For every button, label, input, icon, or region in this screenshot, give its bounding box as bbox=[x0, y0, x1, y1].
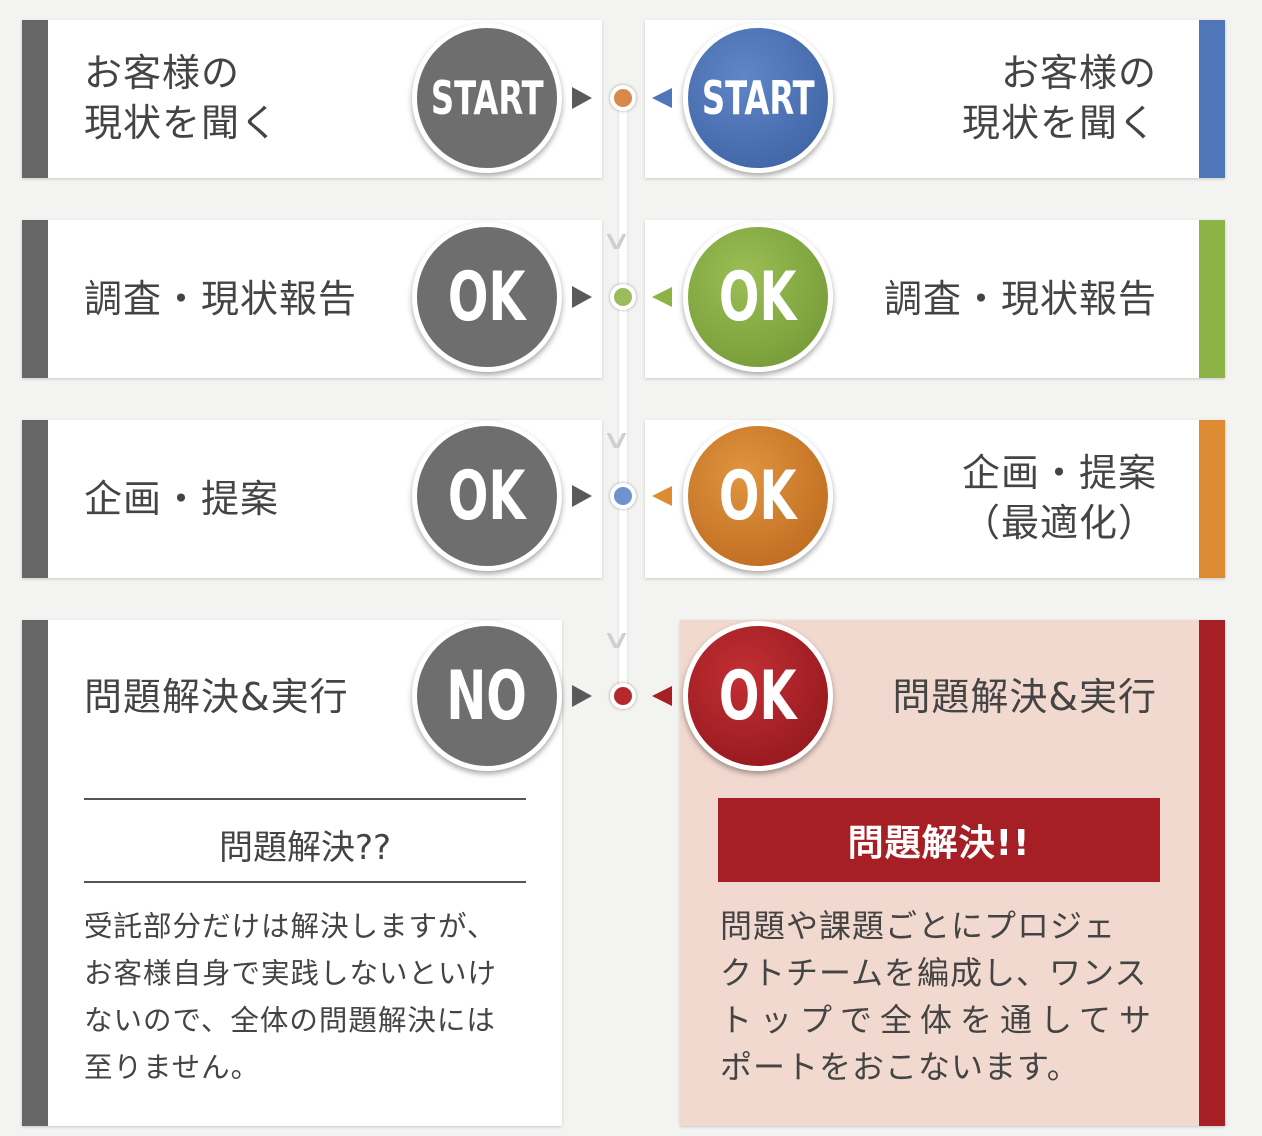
right-result-text: 問題や課題ごとにプロジェ クトチームを編成し、ワンス トップで全体を通してサ ポ… bbox=[720, 903, 1180, 1091]
text-line: 受託部分だけは解決しますが、 bbox=[84, 910, 497, 943]
right-ok-badge: OK bbox=[683, 621, 833, 771]
right-step-label: 調査・現状報告 bbox=[883, 277, 1157, 321]
text-line: ポートをおこないます。 bbox=[720, 1048, 1080, 1086]
left-step-bar bbox=[22, 220, 48, 378]
left-result-text: 受託部分だけは解決しますが、 お客様自身で実践しないといけ ないので、全体の問題… bbox=[84, 903, 544, 1091]
flow-dot bbox=[610, 483, 636, 509]
right-step-label: お客様の 現状を聞く bbox=[961, 51, 1157, 145]
right-step-bar bbox=[1199, 220, 1225, 378]
right-step-label: 企画・提案 （最適化） bbox=[961, 451, 1157, 545]
text-line: トップで全体を通してサ bbox=[720, 1001, 1160, 1039]
arrow-left-icon bbox=[652, 486, 672, 506]
left-result-title: 問題解決?? bbox=[218, 828, 392, 868]
left-ok-badge: OK bbox=[412, 222, 562, 372]
text-line: 問題や課題ごとにプロジェ bbox=[720, 907, 1117, 945]
chevron-down-icon: ∨ bbox=[601, 226, 632, 256]
divider bbox=[84, 798, 526, 800]
arrow-right-icon bbox=[572, 485, 592, 507]
left-start-badge: START bbox=[412, 23, 562, 173]
left-step-bar bbox=[22, 620, 48, 1126]
flow-dot bbox=[610, 85, 636, 111]
right-ok-badge: OK bbox=[683, 421, 833, 571]
right-start-badge: START bbox=[683, 23, 833, 173]
left-step-label: 調査・現状報告 bbox=[84, 277, 358, 321]
text-line: ないので、全体の問題解決には bbox=[84, 1004, 496, 1037]
right-result-title: 問題解決!! bbox=[718, 798, 1160, 882]
right-step-bar bbox=[1199, 620, 1225, 1126]
flow-connector-line bbox=[619, 98, 627, 698]
arrow-right-icon bbox=[572, 286, 592, 308]
chevron-down-icon: ∨ bbox=[601, 625, 632, 655]
chevron-down-icon: ∨ bbox=[601, 425, 632, 455]
right-step-label: 問題解決&実行 bbox=[892, 675, 1157, 719]
arrow-left-icon bbox=[652, 88, 672, 108]
right-step-bar bbox=[1199, 20, 1225, 178]
right-step-bar bbox=[1199, 420, 1225, 578]
right-ok-badge: OK bbox=[683, 222, 833, 372]
flow-dot bbox=[610, 683, 636, 709]
arrow-left-icon bbox=[652, 686, 672, 706]
arrow-right-icon bbox=[572, 87, 592, 109]
left-step-bar bbox=[22, 420, 48, 578]
arrow-left-icon bbox=[652, 287, 672, 307]
flow-dot bbox=[610, 284, 636, 310]
text-line: お客様自身で実践しないといけ bbox=[84, 957, 498, 990]
left-step-bar bbox=[22, 20, 48, 178]
text-line: クトチームを編成し、ワンス bbox=[720, 954, 1148, 992]
text-line: 至りません。 bbox=[84, 1051, 261, 1084]
left-step-label: 企画・提案 bbox=[84, 477, 280, 521]
left-step-label: お客様の 現状を聞く bbox=[84, 51, 280, 145]
divider bbox=[84, 881, 526, 883]
left-step-label: 問題解決&実行 bbox=[84, 675, 349, 719]
arrow-right-icon bbox=[572, 685, 592, 707]
left-ok-badge: OK bbox=[412, 421, 562, 571]
left-no-badge: NO bbox=[412, 621, 562, 771]
